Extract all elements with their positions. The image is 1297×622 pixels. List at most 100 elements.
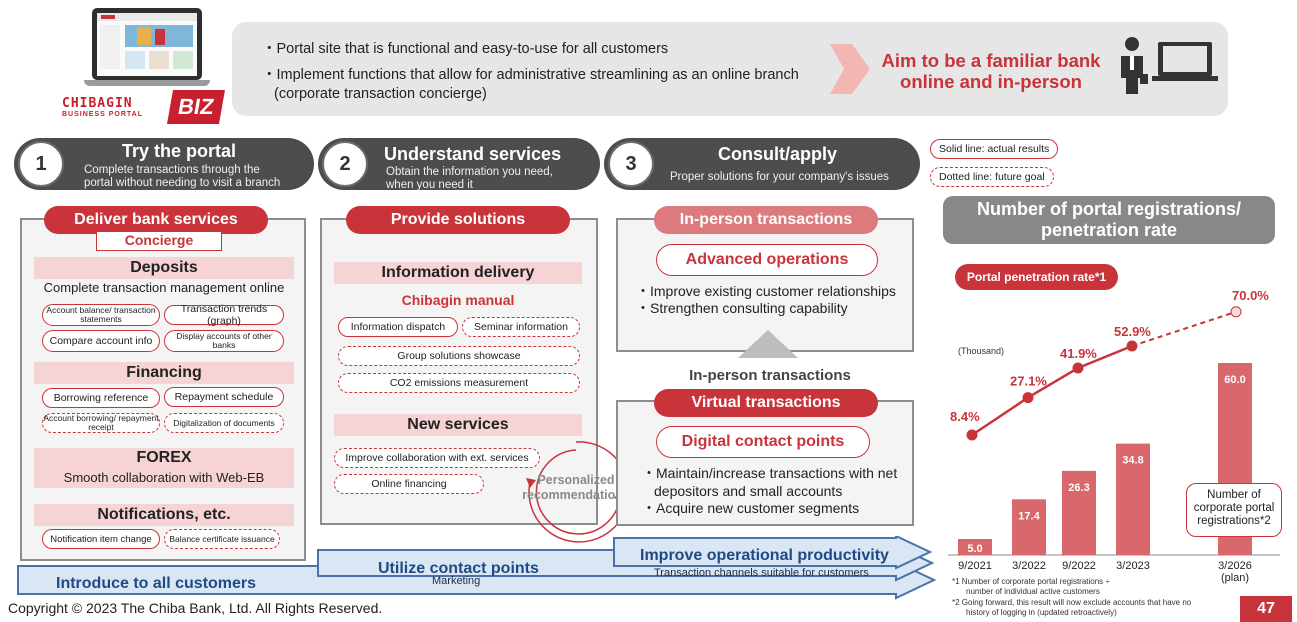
step-2-understand: 2 Understand services Obtain the informa… <box>318 138 600 191</box>
bar-2 <box>1062 470 1096 555</box>
advanced-operations-title: Advanced operations <box>656 244 878 276</box>
rate-point-1 <box>1022 392 1034 404</box>
step-2-desc: Obtain the information you need,when you… <box>386 166 553 191</box>
banner-bullet-1: ・Portal site that is functional and easy… <box>262 41 669 57</box>
registrations-chart: 5.0 9/2021 17.4 3/2022 26.3 9/2022 34.8 3/2023 6… <box>948 290 1280 584</box>
financing-heading: Financing <box>34 362 294 384</box>
bottom-arrows <box>17 536 937 600</box>
marketing-label: Marketing <box>432 575 481 587</box>
introduce-to-all-customers: Introduce to all customers <box>56 575 257 592</box>
chip-transaction-trends: Transaction trends (graph) <box>164 303 284 327</box>
portal-screenshot <box>97 13 197 76</box>
virtual-bullet-1: ・Maintain/increase transactions with net <box>642 465 898 481</box>
unit-label: (Thousand) <box>958 346 1005 356</box>
virtual-bullet-2: ・Acquire new customer segments <box>642 500 860 516</box>
biz-logo: BIZ <box>167 90 225 124</box>
category-label-4-b: (plan) <box>1221 572 1249 584</box>
rate-label-1: 27.1% <box>1010 374 1047 389</box>
virtual-bullet-1b: depositors and small accounts <box>654 483 843 499</box>
improve-productivity: Improve operational productivity <box>640 547 889 564</box>
provide-solutions-header: Provide solutions <box>346 206 570 234</box>
panel-virtual <box>616 400 914 526</box>
registrations-legend-box: Number of corporate portal registrations… <box>1186 483 1282 537</box>
laptop-base <box>84 80 210 86</box>
category-label-3: 3/2023 <box>1116 560 1150 572</box>
chibagin-logo: CHIBAGIN <box>62 96 133 111</box>
in-person-bullet-1: ・Improve existing customer relationships <box>636 283 896 299</box>
bar-3 <box>1116 443 1150 555</box>
chip-repayment-schedule: Repayment schedule <box>164 387 284 407</box>
bar-label-2: 26.3 <box>1068 482 1089 494</box>
bar-0 <box>958 539 992 555</box>
step-1-try-portal: 1 Try the portal Complete transactions t… <box>14 138 314 190</box>
new-services-heading: New services <box>334 414 582 436</box>
chip-seminar-information: Seminar information <box>462 317 580 337</box>
chip-digitalization: Digitalization of documents <box>164 413 284 433</box>
in-person-transactions-header: In-person transactions <box>654 206 878 234</box>
chip-improve-collaboration: Improve collaboration with ext. services <box>334 448 540 468</box>
category-label-4: 3/2026 <box>1218 560 1252 572</box>
in-person-bullet-2: ・Strengthen consulting capability <box>636 300 848 316</box>
step-3-desc: Proper solutions for your company's issu… <box>670 171 889 183</box>
forex-subtitle: Smooth collaboration with Web-EB <box>63 470 265 485</box>
utilize-contact-points: Utilize contact points <box>378 560 539 577</box>
category-label-0: 9/2021 <box>958 560 992 572</box>
chip-balance-certificate: Balance certificate issuance <box>164 529 280 549</box>
rate-point-0 <box>966 429 978 441</box>
rate-line-goal <box>1131 310 1237 347</box>
deposits-heading: Deposits <box>34 257 294 279</box>
transaction-channels-label: Transaction channels suitable for custom… <box>654 567 869 579</box>
chip-account-borrowing: Account borrowing/ repayment receipt <box>42 413 160 433</box>
deliver-bank-services-header: Deliver bank services <box>44 206 268 234</box>
banner-bullet-3: (corporate transaction concierge) <box>274 86 487 102</box>
businessperson-icon <box>1121 37 1218 94</box>
chip-notification-change: Notification item change <box>42 529 160 549</box>
digital-contact-points-title: Digital contact points <box>656 426 870 458</box>
banner-bullet-2: ・Implement functions that allow for admi… <box>262 67 799 83</box>
penetration-rate-badge: Portal penetration rate*1 <box>955 264 1118 290</box>
rate-line-actual <box>971 344 1133 437</box>
chip-account-balance: Account balance/ transaction statements <box>42 304 160 326</box>
bar-label-1: 17.4 <box>1018 510 1040 522</box>
personalized-recommendations: Personalized recommendations <box>522 473 630 502</box>
chip-compare-account: Compare account info <box>42 330 160 352</box>
chibagin-manual-title: Chibagin manual <box>401 292 515 308</box>
in-person-transactions-label: In-person transactions <box>689 367 851 384</box>
bar-label-3: 34.8 <box>1122 455 1143 467</box>
dotted-line-note: Dotted line: future goal <box>930 167 1054 187</box>
rate-label-3: 52.9% <box>1114 324 1151 339</box>
forex-heading: FOREX <box>136 449 192 466</box>
chip-online-financing: Online financing <box>334 474 484 494</box>
step-1-title: Try the portal <box>122 141 237 161</box>
category-label-1: 3/2022 <box>1012 560 1046 572</box>
recommendations-cycle-icon <box>526 441 630 543</box>
step-3-consult: 3 Consult/apply Proper solutions for you… <box>604 138 920 190</box>
solid-line-note: Solid line: actual results <box>930 139 1059 159</box>
up-triangle-icon <box>738 330 798 358</box>
copyright-text: Copyright © 2023 The Chiba Bank, Ltd. Al… <box>8 600 383 616</box>
deposits-subtitle: Complete transaction management online <box>43 280 285 295</box>
chip-borrowing-reference: Borrowing reference <box>42 388 160 408</box>
step-3-title: Consult/apply <box>718 144 838 164</box>
chip-information-dispatch: Information dispatch <box>338 317 458 337</box>
aim-statement: Aim to be a familiar bank online and in-… <box>881 50 1101 92</box>
footnote-1: *1 Number of corporate portal registrati… <box>952 577 1110 596</box>
rate-point-3 <box>1126 340 1138 352</box>
chip-group-solutions: Group solutions showcase <box>338 346 580 366</box>
rate-point-2 <box>1072 362 1084 374</box>
category-label-2: 9/2022 <box>1062 560 1096 572</box>
chip-display-other-banks: Display accounts of other banks <box>164 330 284 352</box>
bar-label-4: 60.0 <box>1224 374 1245 386</box>
rate-label-4: 70.0% <box>1232 290 1269 303</box>
bar-1 <box>1012 499 1046 555</box>
footnote-2: *2 Going forward, this result will now e… <box>952 598 1192 617</box>
step-2-title: Understand services <box>384 144 562 164</box>
bar-label-0: 5.0 <box>967 543 982 555</box>
information-delivery-heading: Information delivery <box>334 262 582 284</box>
virtual-transactions-header: Virtual transactions <box>654 389 878 417</box>
page-number: 47 <box>1240 596 1292 622</box>
chip-co2-measurement: CO2 emissions measurement <box>338 373 580 393</box>
forex-block: FOREX Smooth collaboration with Web-EB <box>34 448 294 488</box>
rate-point-4 <box>1230 306 1242 318</box>
